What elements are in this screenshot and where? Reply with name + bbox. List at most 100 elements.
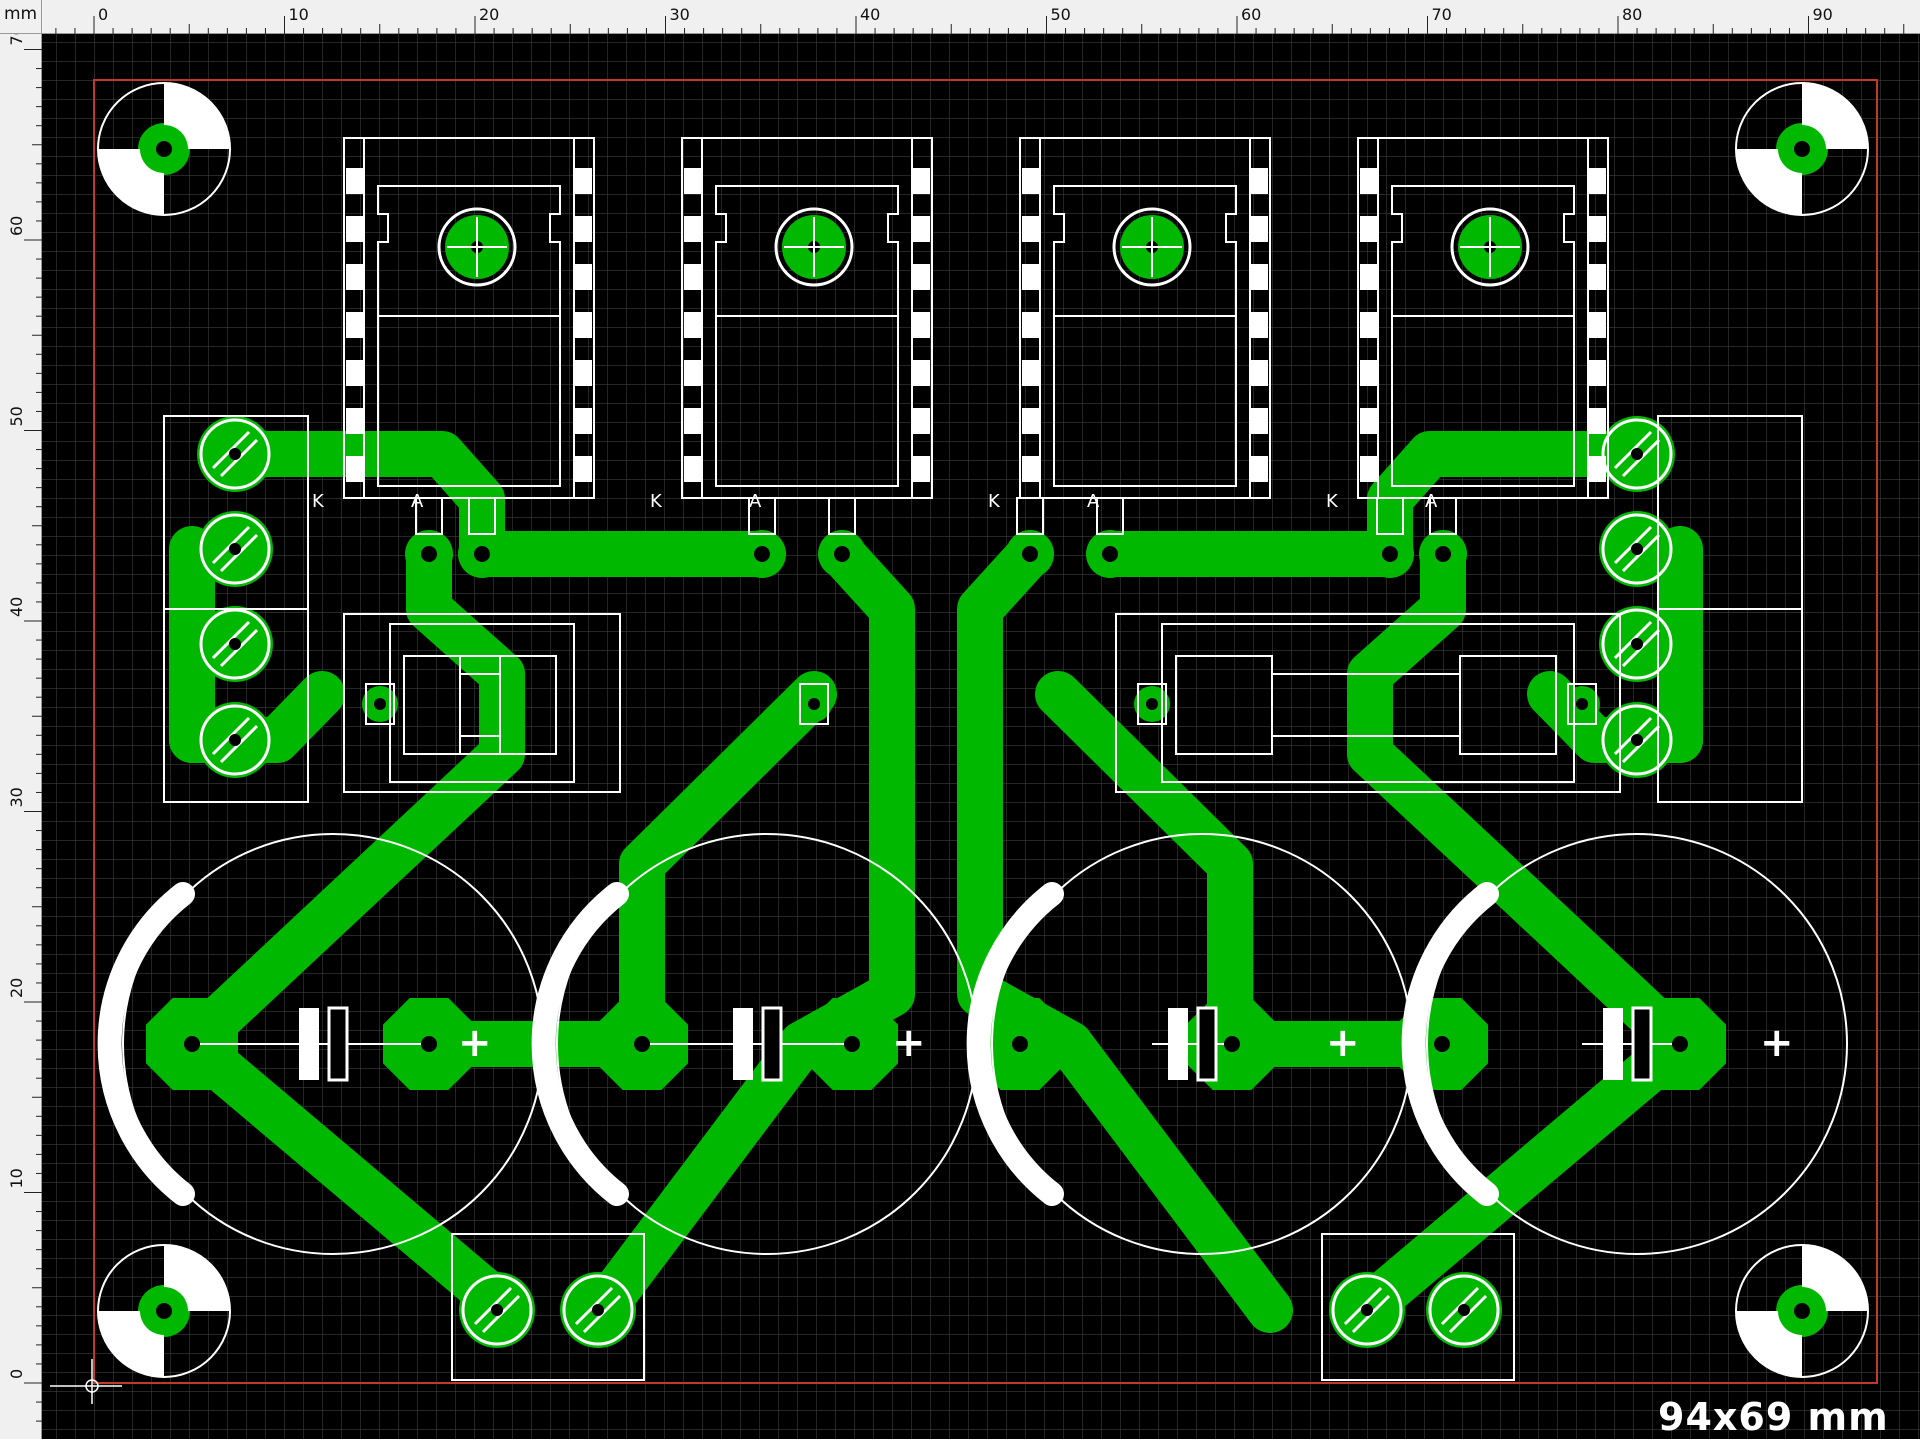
diode-tab-hole-ring [437, 207, 517, 287]
ruler-y-label: 40 [7, 597, 26, 617]
pin-k-label: K [650, 491, 663, 512]
diode-tab-hole-ring [1112, 207, 1192, 287]
pad-drill [1672, 1036, 1688, 1052]
heatsink-fin [1250, 216, 1268, 242]
cap-plus-marker: + [1326, 1020, 1360, 1066]
copper-trace[interactable] [1342, 1021, 1703, 1333]
pcb-canvas[interactable]: K A K A K A K A + + + + 94x69 mm [42, 34, 1920, 1439]
pin-k-label: K [1326, 491, 1339, 512]
heatsink-fin [346, 168, 364, 194]
heatsink-fin [1022, 360, 1040, 386]
heatsink-fin [1250, 360, 1268, 386]
mounting-hole-outline[interactable] [1735, 82, 1869, 216]
copper-trace[interactable] [1047, 1021, 1293, 1333]
capacitor-positive-plate [1196, 1006, 1218, 1082]
resistor-band[interactable] [403, 655, 501, 755]
copper-trace[interactable] [619, 671, 837, 1067]
terminal-block-2pin-outline[interactable] [1321, 1233, 1515, 1381]
terminal-screw-ring [1601, 418, 1673, 490]
pad-drill [1458, 1304, 1470, 1316]
pad-drill [229, 448, 241, 460]
heatsink-fin [1250, 312, 1268, 338]
pad-drill [184, 1036, 200, 1052]
capacitor-positive-plate [327, 1006, 349, 1082]
resistor-band[interactable] [1459, 655, 1557, 755]
resistor-inner-outline[interactable] [389, 623, 575, 783]
pad-drill [808, 698, 820, 710]
terminal-screw-ring [1428, 1274, 1500, 1346]
diode-leg-outline [1429, 497, 1457, 535]
terminal-screw-ring [199, 418, 271, 490]
heatsink-fin [1360, 456, 1378, 482]
pin-k-label: K [988, 491, 1001, 512]
heatsink-fin [1360, 264, 1378, 290]
pin-a-label: A [1087, 491, 1100, 512]
capacitor-outline[interactable] [1426, 833, 1848, 1255]
terminal-screw-ring [199, 608, 271, 680]
capacitor-negative-plate [1603, 1008, 1623, 1080]
pad-drill [474, 546, 490, 562]
heatsink-fin [574, 408, 592, 434]
board-size-label: 94x69 mm [1658, 1395, 1889, 1439]
pad-drill [1631, 448, 1643, 460]
pad-drill [1102, 546, 1118, 562]
resistor-outline[interactable] [1115, 613, 1621, 793]
heatsink-fin [1022, 216, 1040, 242]
resistor-band[interactable] [459, 655, 557, 755]
diode-bridge-outline[interactable] [1019, 137, 1271, 499]
pad-drill [1435, 546, 1451, 562]
ruler-y-label: 70 [7, 34, 26, 46]
pad-drill [634, 1036, 650, 1052]
heatsink-fin [346, 456, 364, 482]
mounting-hole-outline[interactable] [1735, 1244, 1869, 1378]
ruler-x-label: 70 [1432, 5, 1452, 24]
pcb-drawing[interactable]: K A K A K A K A + + + + 94x69 mm [42, 34, 1920, 1439]
mounting-hole-outline[interactable] [97, 1244, 231, 1378]
diode-bridge-outline[interactable] [681, 137, 933, 499]
diode-bridge-outline[interactable] [1357, 137, 1609, 499]
copper-trace[interactable] [1367, 431, 1660, 577]
capacitor-polarity-arc [1401, 882, 1499, 1206]
pad-drill [1012, 1036, 1028, 1052]
ruler-y-label: 50 [7, 406, 26, 426]
heatsink-fin [684, 216, 702, 242]
heatsink-fin [684, 264, 702, 290]
pin-a-label: A [1425, 491, 1438, 512]
board-outline [93, 79, 1878, 1384]
heatsink-fin [912, 360, 930, 386]
pad-drill [1146, 698, 1158, 710]
diode-tab-hole-ring [1450, 207, 1530, 287]
capacitor-polarity-arc [531, 882, 629, 1206]
heatsink-fin [1250, 168, 1268, 194]
diode-package-outline [715, 185, 899, 487]
mounting-hole-drill [1794, 1303, 1810, 1319]
copper-trace[interactable] [169, 531, 525, 1067]
resistor-inner-outline[interactable] [1161, 623, 1575, 783]
terminal-screw-ring [199, 513, 271, 585]
pad-drill [374, 698, 386, 710]
heatsink-fin [912, 408, 930, 434]
pad-drill [754, 546, 770, 562]
heatsink-fin [346, 408, 364, 434]
heatsink-fin [1360, 312, 1378, 338]
resistor-outline[interactable] [343, 613, 621, 793]
pad-drill [421, 1036, 437, 1052]
copper-trace[interactable] [169, 1021, 530, 1333]
copper-trace[interactable] [212, 431, 505, 577]
terminal-screw-ring [1601, 704, 1673, 776]
capacitor-positive-plate [1631, 1006, 1653, 1082]
terminal-block-2pin-outline[interactable] [451, 1233, 645, 1381]
heatsink-fin [1022, 264, 1040, 290]
resistor-band[interactable] [1175, 655, 1273, 755]
capacitor-positive-plate [761, 1006, 783, 1082]
diode-leg-outline [828, 497, 856, 535]
heatsink-fin [1360, 168, 1378, 194]
heatsink-fin [912, 312, 930, 338]
copper-trace[interactable] [579, 1021, 825, 1333]
silkscreen-layer[interactable] [97, 82, 1869, 1381]
mounting-hole-outline[interactable] [97, 82, 231, 216]
ruler-unit-label: mm [4, 4, 38, 24]
capacitor-polarity-arc [97, 882, 195, 1206]
